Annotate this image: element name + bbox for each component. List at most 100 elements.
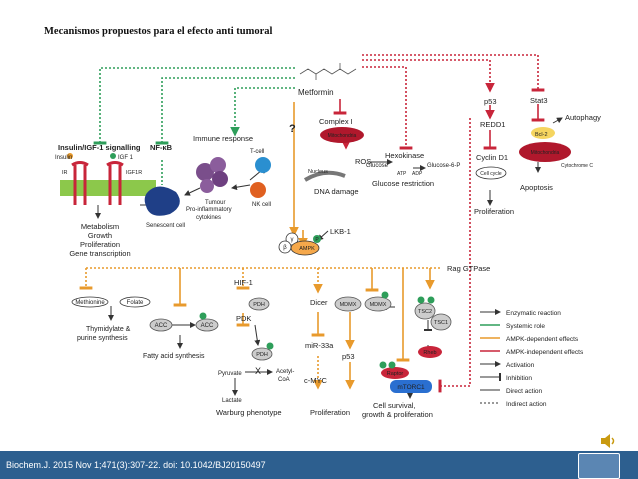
- folate-cycle-module: Methionine Folate Thymidylate & purine s…: [71, 296, 151, 342]
- acc-node: [149, 318, 173, 332]
- svg-text:AMPK-dependent effects: AMPK-dependent effects: [506, 336, 579, 343]
- mir33a-label: miR-33a: [305, 341, 334, 350]
- dicer-module: Dicer MDMX MDMX miR-33a p53 c-MYC Prolif…: [304, 291, 392, 417]
- p53-mid-label: p53: [342, 352, 355, 361]
- tsc2-label: TSC2: [418, 309, 432, 315]
- phospho-icon: [313, 235, 321, 243]
- legend-item: AMPK-dependent effects: [480, 336, 579, 343]
- lkb1-label: LKB-1: [330, 227, 351, 236]
- mtor-module: TSC2 TSC1 Rheb Raptor mTORC1 Cell surviv…: [362, 296, 452, 419]
- legend-item: Enzymatic reaction: [480, 309, 561, 317]
- glucose-restriction-label: Glucose restriction: [372, 179, 434, 188]
- ampk-dependent-paths: [79, 102, 440, 390]
- acc-module: ACC ACC Fatty acid synthesis: [143, 312, 219, 360]
- svg-text:Activation: Activation: [506, 362, 535, 369]
- hif1-label: HIF-1: [234, 278, 253, 287]
- phospho-icon: [417, 296, 425, 304]
- mitochondria-icon: [320, 127, 364, 143]
- methionine-node: [71, 296, 109, 308]
- warburg-label: Warburg phenotype: [216, 408, 282, 417]
- legend-item: Systemic role: [480, 323, 545, 330]
- ir-receptor-icon: [71, 161, 89, 205]
- thymidylate-label: Thymidylate &: [86, 326, 131, 333]
- phospho-icon: [266, 342, 274, 350]
- ampk-alpha-icon: [290, 240, 320, 256]
- mechanism-diagram: Metformin: [55, 54, 601, 419]
- slide-title: Mecanismos propuestos para el efecto ant…: [44, 26, 273, 37]
- complex1-label: Complex I: [319, 117, 353, 126]
- insulin-outcome: Proliferation: [80, 240, 120, 249]
- question-mark: ?: [289, 123, 296, 135]
- rheb-label: Rheb: [423, 350, 436, 356]
- proliferation-mid-label: Proliferation: [310, 408, 350, 417]
- legend-item: Indirect action: [480, 401, 547, 408]
- raptor-label: Raptor: [387, 371, 404, 377]
- systemic-paths: [93, 67, 295, 145]
- mdmx-label: MDMX: [340, 302, 357, 308]
- cell-survival-label: growth & proliferation: [362, 410, 433, 419]
- immune-module: Immune response Tumour T-cell NK cell Pr…: [186, 134, 271, 221]
- insulin-signalling-label: Insulin/IGF-1 signalling: [58, 143, 141, 152]
- igf1-dot-icon: [110, 153, 116, 159]
- legend-item: Inhibition: [480, 373, 532, 382]
- metformin-structure-icon: [299, 63, 357, 80]
- fatty-acid-label: Fatty acid synthesis: [143, 353, 205, 360]
- tsc1-node: [430, 313, 452, 331]
- bcl2-icon: [531, 127, 555, 139]
- igf1r-receptor-icon: [106, 161, 124, 205]
- insulin-outcome: Metabolism: [81, 222, 119, 231]
- nucleus-label: Nucleus: [308, 169, 328, 175]
- thymidylate-label: purine synthesis: [77, 335, 128, 342]
- pdh-node: [248, 297, 270, 311]
- ampk-gamma-label: γ: [291, 237, 294, 243]
- rag-gtpase-label: Rag GTPase: [447, 264, 490, 273]
- x-mark: X: [255, 366, 261, 376]
- phospho-label: P: [315, 237, 319, 243]
- cmyc-label: c-MYC: [304, 376, 327, 385]
- nkcell-label: NK cell: [252, 202, 271, 208]
- ampk-label: AMPK: [299, 246, 315, 252]
- ampk-module: LKB-1 γ β AMPK P: [278, 227, 351, 256]
- mdmx-label: MDMX: [370, 302, 387, 308]
- dna-damage-label: DNA damage: [314, 187, 359, 196]
- folate-node: [119, 296, 151, 308]
- tumour-cells-icon: [196, 157, 228, 193]
- mtorc1-label: mTORC1: [397, 384, 425, 391]
- ir-label: IR: [62, 170, 68, 176]
- acc-phospho-node: [195, 318, 219, 332]
- cell-cycle-icon: [475, 166, 507, 180]
- igf1-label: IGF 1: [118, 155, 134, 161]
- legend-item: AMPK-independent effects: [480, 349, 584, 356]
- phospho-icon: [388, 361, 396, 369]
- complex1-module: Complex I Mitochondria ROS Nucleus DNA d…: [303, 117, 371, 196]
- folate-label: Folate: [127, 300, 144, 306]
- insulin-label: Insulin: [55, 155, 72, 161]
- rheb-node: [418, 346, 442, 358]
- p53-top-label: p53: [484, 97, 497, 106]
- svg-text:Enzymatic reaction: Enzymatic reaction: [506, 310, 561, 317]
- speaker-icon[interactable]: [598, 431, 618, 451]
- journal-logo-icon: [578, 453, 620, 479]
- acetyl-coa-label: CoA: [278, 377, 290, 383]
- tumour-label: Tumour: [205, 200, 225, 206]
- senescent-cell-label: Senescent cell: [146, 223, 185, 229]
- insulin-signalling-module: Insulin/IGF-1 signalling Insulin IGF 1 I…: [55, 143, 156, 258]
- svg-text:Systemic role: Systemic role: [506, 323, 545, 330]
- proinflammatory-label: Pro-inflammatory: [186, 207, 232, 213]
- insulin-outcome: Gene transcription: [69, 249, 130, 258]
- methionine-label: Methionine: [75, 300, 105, 306]
- legend-item: Activation: [480, 361, 535, 369]
- legend-item: Direct action: [480, 388, 543, 395]
- ampk-beta-label: β: [283, 245, 287, 251]
- pdh-phospho-node: [251, 347, 273, 361]
- svg-text:Direct action: Direct action: [506, 388, 543, 395]
- pdh-label: PDH: [253, 302, 265, 308]
- lactate-label: Lactate: [222, 398, 242, 404]
- cell-survival-label: Cell survival,: [373, 401, 416, 410]
- acetyl-coa-label: Acetyl-: [276, 369, 294, 375]
- bcl2-label: Bcl-2: [535, 132, 548, 138]
- phospho-icon: [381, 291, 389, 299]
- svg-text:AMPK-independent effects: AMPK-independent effects: [506, 349, 584, 356]
- proliferation-right-label: Proliferation: [474, 207, 514, 216]
